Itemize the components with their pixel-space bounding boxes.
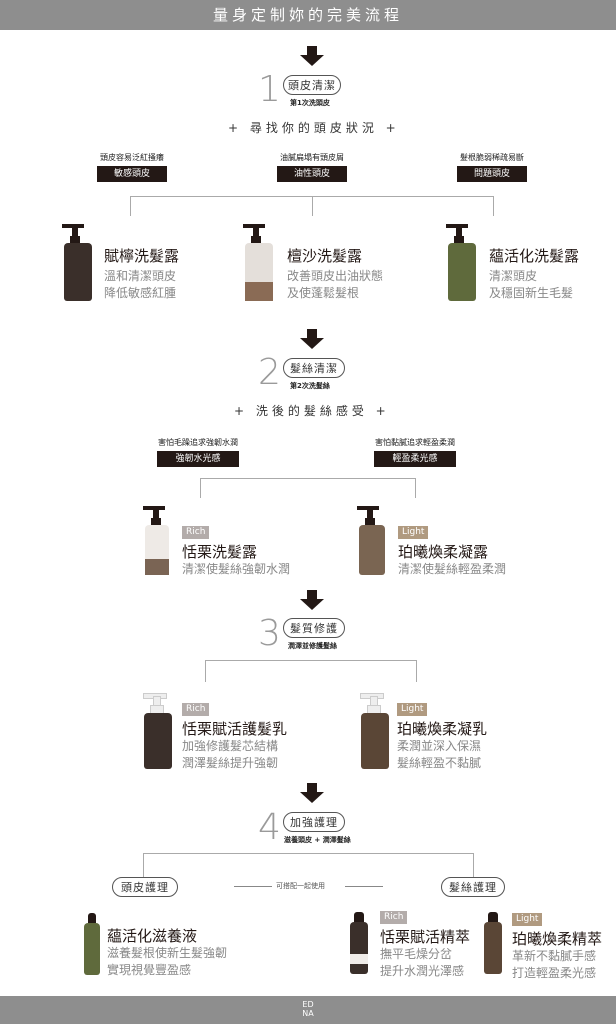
connector-line <box>205 660 417 661</box>
brand-logo-bottom: NA <box>302 1009 314 1018</box>
product-desc: 實現視覺豐盈感 <box>107 963 192 977</box>
step-number: 2 <box>258 352 281 393</box>
product-desc: 加強修護髮芯結構 <box>182 739 279 753</box>
step-number: 1 <box>258 69 281 110</box>
condition-desc: 害怕毛躁追求強韌水潤 <box>158 438 238 447</box>
condition-badge: 輕盈柔光感 <box>374 451 456 467</box>
product-desc: 及使蓬鬆髮根 <box>287 286 360 300</box>
connector-line <box>345 886 383 887</box>
connector-line <box>200 478 201 498</box>
connector-line <box>415 478 416 498</box>
step-pill: 加強護理 <box>283 812 345 832</box>
condition-desc: 髮根脆弱稀疏易斷 <box>460 153 524 162</box>
connector-line <box>416 660 417 682</box>
section-heading: + 尋找你的頭皮狀況 + <box>228 121 400 135</box>
variant-tag: Light <box>398 526 429 539</box>
step-number: 4 <box>258 807 281 848</box>
product-desc: 改善頭皮出油狀態 <box>287 269 384 283</box>
variant-tag: Rich <box>182 703 210 716</box>
condition-desc: 油膩扁塌有頭皮屑 <box>280 153 344 162</box>
product-desc: 撫平毛燥分岔 <box>380 947 453 961</box>
connector-line <box>493 196 494 216</box>
variant-tag: Rich <box>182 526 210 539</box>
product-name: 恬栗賦活護髮乳 <box>182 720 288 738</box>
connector-line <box>200 478 416 479</box>
product-desc: 清潔使髮絲輕盈柔潤 <box>398 562 507 576</box>
step-number: 3 <box>258 613 281 654</box>
condition-desc: 害怕黏膩追求輕盈柔潤 <box>375 438 455 447</box>
product-desc: 革新不黏膩手感 <box>512 949 597 963</box>
scalp-care-pill: 頭皮護理 <box>112 877 178 897</box>
product-name: 珀曦煥柔凝露 <box>398 543 489 561</box>
variant-tag: Light <box>397 703 428 716</box>
product-desc: 髮絲輕盈不黏膩 <box>397 756 482 770</box>
product-desc: 提升水潤光澤感 <box>380 964 465 978</box>
product-desc: 清潔使髮絲強韌水潤 <box>182 562 291 576</box>
connector-line <box>312 196 313 216</box>
product-desc: 清潔頭皮 <box>489 269 538 283</box>
product-desc: 滋養髮根使新生髮強韌 <box>107 946 228 960</box>
connector-line <box>205 660 206 682</box>
connector-line <box>473 853 474 877</box>
step-subtitle: 第2次洗髮絲 <box>290 382 330 390</box>
condition-badge: 油性頭皮 <box>277 166 347 182</box>
step-pill: 髮質修護 <box>283 618 345 638</box>
brand-logo-top: ED <box>302 1000 314 1009</box>
product-desc: 及穩固新生毛髮 <box>489 286 574 300</box>
product-desc: 打造輕盈柔光感 <box>512 966 597 980</box>
product-name: 檀沙洗髮露 <box>287 247 363 265</box>
connector-line <box>234 886 272 887</box>
product-name: 賦檸洗髮露 <box>104 247 180 265</box>
product-name: 珀曦煥柔凝乳 <box>397 720 488 738</box>
product-name: 蘊活化洗髮露 <box>489 247 580 265</box>
condition-badge: 強韌水光感 <box>157 451 239 467</box>
section-heading: + 洗後的髮絲感受 + <box>234 404 390 418</box>
connector-line <box>143 853 474 854</box>
step-subtitle: 滋養頭皮 + 潤澤髮絲 <box>284 836 351 844</box>
product-name: 珀曦煥柔精萃 <box>512 930 603 948</box>
product-desc: 柔潤並深入保濕 <box>397 739 482 753</box>
condition-badge: 問題頭皮 <box>457 166 527 182</box>
step-pill: 頭皮清潔 <box>283 75 341 95</box>
product-name: 恬栗賦活精萃 <box>380 928 471 946</box>
step-subtitle: 潤澤並修護髮絲 <box>288 642 337 650</box>
variant-tag: Rich <box>380 911 408 924</box>
product-desc: 溫和清潔頭皮 <box>104 269 177 283</box>
condition-badge: 敏感頭皮 <box>97 166 167 182</box>
connector-line <box>130 196 493 197</box>
product-name: 恬栗洗髮露 <box>182 543 258 561</box>
connector-line <box>130 196 131 216</box>
hair-care-pill: 髮絲護理 <box>441 877 505 897</box>
page-title: 量身定制妳的完美流程 <box>212 6 403 24</box>
footer-bar: ED NA <box>0 996 616 1024</box>
product-name: 蘊活化滋養液 <box>107 927 198 945</box>
page-title-bar: 量身定制妳的完美流程 <box>0 0 616 30</box>
variant-tag: Light <box>512 913 543 926</box>
product-desc: 潤澤髮絲提升強韌 <box>182 756 279 770</box>
condition-desc: 頭皮容易泛紅搔癢 <box>100 153 164 162</box>
connector-line <box>143 853 144 877</box>
step-pill: 髮絲清潔 <box>283 358 345 378</box>
step-subtitle: 第1次洗頭皮 <box>290 99 330 107</box>
product-desc: 降低敏感紅腫 <box>104 286 177 300</box>
combine-note: 可搭配一起使用 <box>276 882 325 890</box>
